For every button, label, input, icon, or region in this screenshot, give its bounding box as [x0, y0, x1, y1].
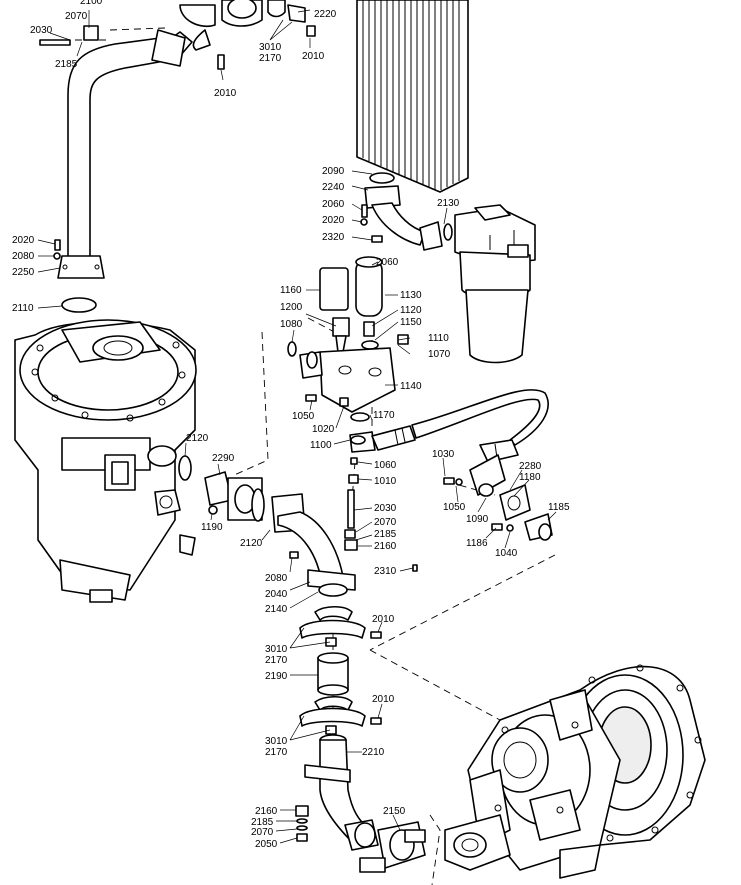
callout-2130: 2130 [437, 198, 460, 209]
lower-hardware-stack [295, 564, 418, 842]
callout-2185: 2185 [374, 529, 397, 540]
callout-2090: 2090 [322, 166, 345, 177]
callout-2050: 2050 [255, 839, 278, 850]
top-clamp-assembly [165, 0, 316, 70]
callout-1010: 1010 [374, 476, 397, 487]
oil-filter-housing [287, 256, 409, 422]
callout-1170: 1170 [373, 410, 395, 421]
cooler-elbow-pipe [360, 172, 453, 251]
callout-1110: 1110 [428, 333, 449, 344]
lower-elbow-pipe-2210 [304, 734, 379, 851]
callout-2020: 2020 [12, 235, 35, 246]
callout-2070: 2070 [65, 11, 88, 22]
callout-1070: 1070 [428, 349, 451, 360]
callout-2010: 2010 [214, 88, 237, 99]
callout-1160: 1160 [280, 285, 302, 296]
callout-1050: 1050 [443, 502, 466, 513]
callout-3010: 3010 [265, 736, 288, 747]
callout-1060: 1060 [374, 460, 397, 471]
cooler-core [356, 0, 469, 193]
callout-3010: 3010 [259, 42, 282, 53]
callout-2030: 2030 [30, 25, 53, 36]
callout-2170: 2170 [265, 655, 288, 666]
callout-1040: 1040 [495, 548, 518, 559]
callout-1186: 1186 [466, 538, 488, 549]
callout-2060: 2060 [376, 257, 399, 268]
left-vertical-pipe [39, 25, 186, 313]
callout-2080: 2080 [12, 251, 35, 262]
separator-tank [14, 319, 197, 603]
callout-2020: 2020 [322, 215, 345, 226]
callout-1130: 1130 [400, 290, 422, 301]
callout-3010: 3010 [265, 644, 288, 655]
callout-2080: 2080 [265, 573, 288, 584]
callout-2185: 2185 [55, 59, 78, 70]
callout-2210: 2210 [362, 747, 385, 758]
callout-2040: 2040 [265, 589, 288, 600]
callout-2190: 2190 [265, 671, 288, 682]
callout-2220: 2220 [314, 9, 337, 20]
callout-2120: 2120 [186, 433, 209, 444]
callout-2110: 2110 [12, 303, 34, 314]
callout-1150: 1150 [400, 317, 422, 328]
callout-2150: 2150 [383, 806, 406, 817]
callout-2070: 2070 [374, 517, 397, 528]
callout-2010: 2010 [302, 51, 325, 62]
callout-1100: 1100 [310, 440, 332, 451]
callout-2170: 2170 [259, 53, 282, 64]
callout-1030: 1030 [432, 449, 455, 460]
callout-1185: 1185 [548, 502, 570, 513]
callout-2160: 2160 [374, 541, 397, 552]
callout-2290: 2290 [212, 453, 235, 464]
callout-2070: 2070 [251, 827, 274, 838]
callout-1080: 1080 [280, 319, 303, 330]
callout-2185: 2185 [251, 817, 274, 828]
hose-end-flanges [443, 454, 553, 541]
lower-clamp-2150 [359, 821, 426, 873]
callout-2010: 2010 [372, 614, 395, 625]
callout-2060: 2060 [322, 199, 345, 210]
callout-2320: 2320 [322, 232, 345, 243]
callout-2030: 2030 [374, 503, 397, 514]
callout-2170: 2170 [265, 747, 288, 758]
callout-1140: 1140 [400, 381, 422, 392]
callout-labels: 2100 2070 2030 2185 3010 2170 2010 2220 … [12, 0, 570, 850]
oil-separator-canister [454, 204, 536, 364]
leader-lines [37, 9, 557, 844]
discharge-elbow-2140 [271, 489, 358, 597]
callout-2240: 2240 [322, 182, 345, 193]
flex-connector [178, 455, 265, 522]
callout-1020: 1020 [312, 424, 335, 435]
compressor-airend [444, 664, 706, 879]
callout-1090: 1090 [466, 514, 489, 525]
callout-1180: 1180 [519, 472, 541, 483]
callout-1120: 1120 [400, 305, 422, 316]
callout-2250: 2250 [12, 267, 35, 278]
callout-2310: 2310 [374, 566, 397, 577]
callout-1200: 1200 [280, 302, 303, 313]
callout-1190: 1190 [201, 522, 223, 533]
coupling-clamps [299, 605, 382, 735]
callout-2280: 2280 [519, 461, 542, 472]
callout-2120: 2120 [240, 538, 263, 549]
callout-1050: 1050 [292, 411, 315, 422]
callout-2100: 2100 [80, 0, 103, 7]
callout-2140: 2140 [265, 604, 288, 615]
callout-2160: 2160 [255, 806, 278, 817]
callout-2010: 2010 [372, 694, 395, 705]
